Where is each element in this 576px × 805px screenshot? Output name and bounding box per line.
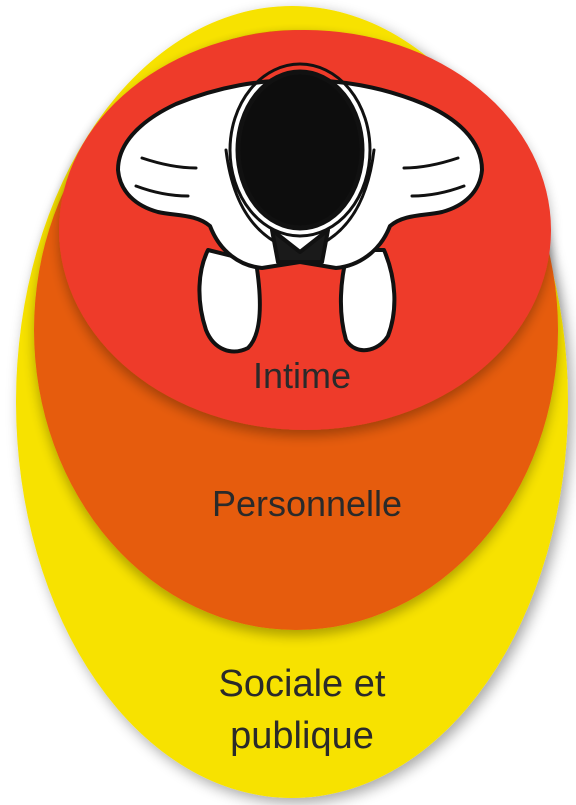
social-zone-label-line1: Sociale et [219, 663, 386, 705]
social-zone-label-line2: publique [230, 715, 374, 757]
personal-zone-label: Personnelle [212, 483, 402, 524]
intimate-zone-label: Intime [253, 355, 351, 396]
person-top-view-icon [116, 62, 484, 354]
